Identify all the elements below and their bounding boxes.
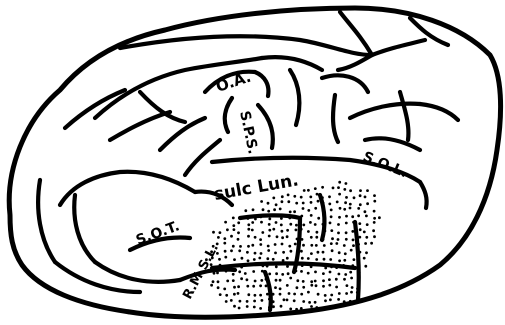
brain-lateral-view-drawing: O.A. S.P.S. S.O.L. sulc Lun. S.O.T. R.M.… [0, 0, 505, 325]
